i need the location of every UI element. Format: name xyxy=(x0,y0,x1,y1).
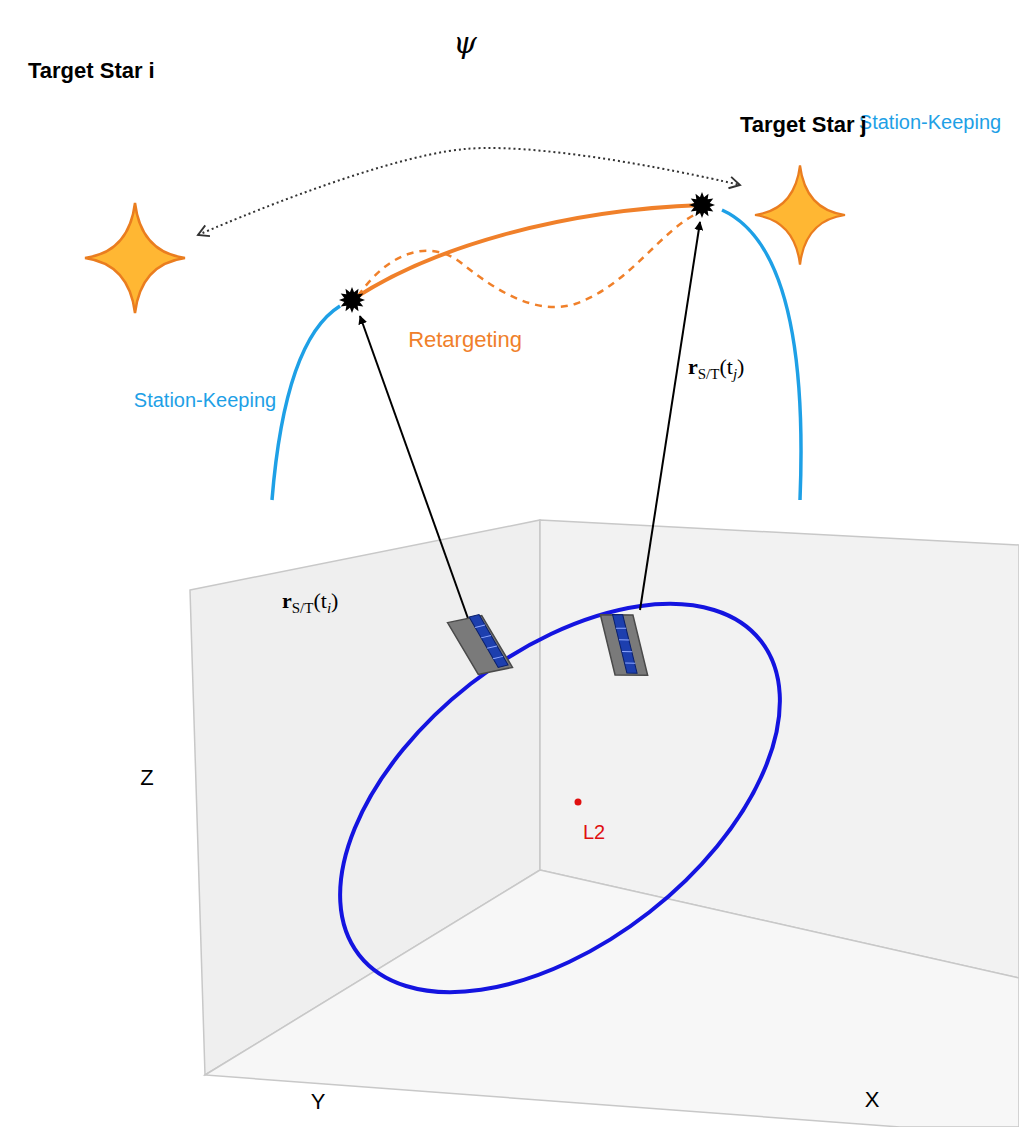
axis-label: Z xyxy=(140,765,153,791)
floor xyxy=(205,870,1019,1127)
star-label: Target Star j xyxy=(740,112,925,138)
position-vector xyxy=(640,222,700,610)
l2-point xyxy=(575,799,582,806)
axis-label: X xyxy=(865,1087,880,1113)
starburst xyxy=(339,287,365,313)
alternate-path xyxy=(358,212,700,307)
star-icon xyxy=(28,58,198,308)
point-label: L2 xyxy=(583,821,605,844)
subscript: i xyxy=(327,600,331,616)
station-keeping-arc xyxy=(272,306,340,500)
star-label: Target Star i xyxy=(28,58,198,84)
subscript: j xyxy=(733,366,737,382)
symbol: (t xyxy=(719,354,732,379)
star-shape xyxy=(755,166,845,265)
symbol: (t xyxy=(313,588,326,613)
solar-array xyxy=(469,611,508,672)
spacecraft xyxy=(600,608,647,681)
phase-label: Retargeting xyxy=(408,327,522,353)
symbol: r xyxy=(688,354,698,379)
target-star: Target Star i xyxy=(28,58,198,308)
vector-label: rS/T(ti) xyxy=(282,588,338,617)
spacecraft xyxy=(448,606,513,685)
phase-label: Station-Keeping xyxy=(859,111,1001,134)
edge-label: ψ xyxy=(453,25,477,60)
subscript: S/T xyxy=(698,366,720,382)
solar-array xyxy=(613,612,638,675)
symbol: ) xyxy=(737,354,744,379)
vector-label: rS/T(tj) xyxy=(688,354,744,383)
phase-label: Station-Keeping xyxy=(134,389,276,412)
subscript: S/T xyxy=(292,600,314,616)
spacecraft-body xyxy=(448,606,513,685)
target-star: Target Star j xyxy=(740,112,925,267)
symbol: r xyxy=(282,588,292,613)
angular-separation-arc xyxy=(198,148,740,235)
solar-cells xyxy=(475,622,503,662)
station-keeping-arc xyxy=(722,210,801,500)
symbol: ) xyxy=(331,588,338,613)
halo-orbit xyxy=(270,527,850,1070)
star-shape xyxy=(85,203,185,313)
spacecraft-body xyxy=(600,608,647,681)
axis-label: Y xyxy=(311,1089,326,1115)
position-vector xyxy=(360,316,470,624)
solar-cells xyxy=(616,626,635,666)
starburst xyxy=(689,192,715,218)
